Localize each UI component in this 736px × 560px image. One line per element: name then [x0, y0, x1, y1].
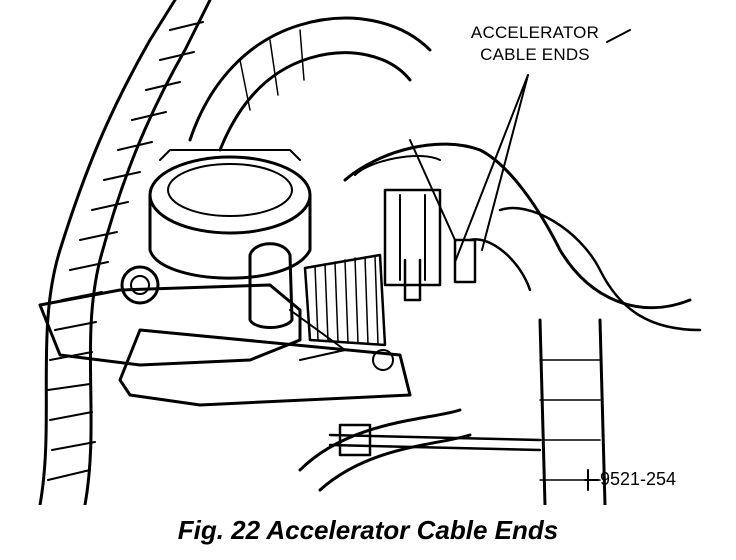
cable-boot	[303, 253, 387, 347]
callout-leader-lines	[454, 29, 631, 263]
callout-line-2: CABLE ENDS	[480, 45, 590, 64]
callout-line-1: ACCELERATOR	[470, 23, 600, 42]
reference-number: 9521-254	[600, 469, 677, 489]
accelerator-cable	[328, 423, 542, 457]
mounting-bracket	[38, 242, 412, 407]
hand	[343, 142, 702, 332]
throttle-linkage	[383, 139, 477, 302]
callout-label: ACCELERATOR CABLE ENDS	[440, 22, 630, 66]
lower-hose	[298, 318, 607, 505]
figure-caption: Fig. 22 Accelerator Cable Ends	[177, 515, 559, 545]
reference-leader	[584, 469, 599, 491]
intake-hose	[188, 16, 432, 152]
throttle-body-inlet	[148, 149, 312, 280]
wiring-conduit	[38, 0, 212, 505]
engine-illustration	[38, 0, 702, 505]
